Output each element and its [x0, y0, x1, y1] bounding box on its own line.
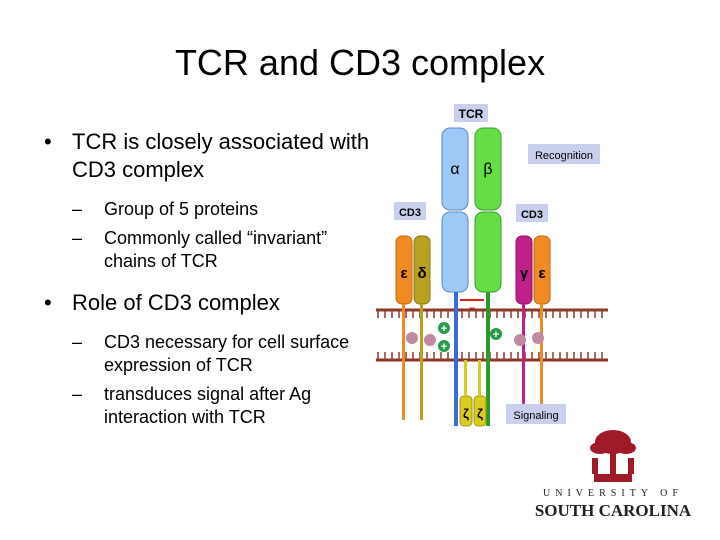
signaling-label: Signaling: [513, 410, 558, 422]
sub-bullet-signal-transduction: – transduces signal after Ag interaction…: [44, 383, 374, 429]
beta-label: β: [483, 161, 492, 178]
cell-membrane: [376, 308, 608, 362]
sub-bullet-five-proteins: – Group of 5 proteins: [44, 198, 374, 221]
bullet-text: Role of CD3 complex: [72, 290, 280, 315]
sub-bullet-text: transduces signal after Ag interaction w…: [104, 384, 312, 427]
tcr-label: TCR: [459, 107, 484, 121]
plus-charge-3: +: [493, 329, 499, 341]
tcr-cd3-diagram: TCR α β Recognition CD3 CD3 ε: [372, 98, 612, 438]
bullet-marker: •: [44, 129, 52, 154]
sub-bullet-marker: –: [72, 228, 83, 248]
bullet-list: • TCR is closely associated with CD3 com…: [44, 128, 374, 435]
tcr-label-box: [454, 104, 488, 122]
university-logo: UNIVERSITY OF SOUTH CAROLINA: [528, 424, 698, 534]
zeta-zeta-dimer: [459, 360, 487, 427]
bullet-marker: •: [44, 290, 52, 315]
sub-bullet-marker: –: [72, 384, 83, 404]
cd3-right-label-box: [516, 204, 548, 222]
sub-bullet-text: CD3 necessary for cell surface expressio…: [104, 332, 350, 375]
cd3-epsilon-delta-dimer: [395, 235, 431, 420]
plus-charge-2: +: [441, 341, 447, 353]
recognition-label-box: [528, 144, 600, 164]
bullet-cd3-role: • Role of CD3 complex: [44, 289, 374, 317]
epsilon-right-label: ε: [538, 265, 545, 282]
bullet-tcr-association: • TCR is closely associated with CD3 com…: [44, 128, 374, 184]
cd3-right-label: CD3: [521, 209, 543, 221]
sub-bullet-invariant-chains: – Commonly called “invariant” chains of …: [44, 227, 374, 273]
logo-line-2: SOUTH CAROLINA: [535, 501, 692, 520]
delta-label: δ: [417, 265, 426, 282]
cd3-left-label: CD3: [399, 207, 421, 219]
alpha-label: α: [450, 161, 459, 178]
bullet-text: TCR is closely associated with CD3 compl…: [72, 129, 370, 182]
gamma-label: γ: [520, 265, 529, 282]
sub-bullet-text: Group of 5 proteins: [104, 199, 259, 219]
sub-bullet-marker: –: [72, 199, 83, 219]
tcr-alpha-chain: [441, 127, 469, 426]
plus-charge-1: +: [441, 323, 447, 335]
tcr-beta-chain: [474, 127, 502, 426]
epsilon-left-label: ε: [400, 265, 407, 282]
tcr-cd3-diagram-svg: TCR α β Recognition CD3 CD3 ε: [376, 104, 608, 427]
minus-charge: −: [468, 301, 475, 315]
zeta-right-label: ζ: [477, 406, 483, 421]
cd3-gamma-epsilon-dimer: [515, 235, 551, 420]
usc-logo-svg: UNIVERSITY OF SOUTH CAROLINA: [535, 430, 692, 520]
signaling-label-box: [506, 404, 566, 424]
recognition-label: Recognition: [535, 150, 593, 162]
cd3-left-label-box: [394, 202, 426, 220]
transmembrane-charges: [406, 322, 544, 352]
sub-bullet-text: Commonly called “invariant” chains of TC…: [104, 228, 328, 271]
logo-line-1: UNIVERSITY OF: [543, 488, 683, 499]
palmetto-tree-icon: [590, 430, 636, 482]
sub-bullet-surface-expression: – CD3 necessary for cell surface express…: [44, 331, 374, 377]
slide-title: TCR and CD3 complex: [174, 42, 546, 83]
zeta-left-label: ζ: [463, 406, 469, 421]
sub-bullet-marker: –: [72, 332, 83, 352]
